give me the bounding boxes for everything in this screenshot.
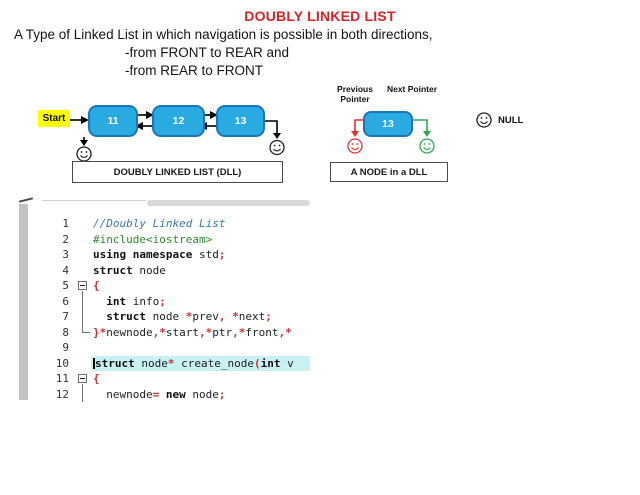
next-pointer-arrow <box>413 119 431 137</box>
fold-column <box>69 324 91 341</box>
next-null-arrow <box>265 120 281 139</box>
code-text: struct node *prev, *next; <box>106 310 272 323</box>
line-number: 7 <box>62 310 69 323</box>
null-label: NULL <box>498 115 524 126</box>
fold-column <box>69 216 91 232</box>
code-editor-screenshot: 1 //Doubly Linked List 2 #include<iostream>… <box>14 196 310 408</box>
code-line-5: 5{ <box>14 278 310 294</box>
code-line-2: 2 #include<iostream> <box>14 232 310 248</box>
code-text: { <box>93 279 100 292</box>
null-legend-smiley-icon <box>476 112 492 128</box>
previous-pointer-arrow <box>351 119 363 137</box>
description-line-3: -from REAR to FRONT <box>125 63 264 78</box>
code-line-4: 4 struct node <box>14 263 310 279</box>
code-line-12: 12 newnode= new node; <box>14 386 310 402</box>
list-node-12: 12 <box>152 105 205 137</box>
line-number: 11 <box>55 372 69 385</box>
code-text <box>91 340 310 356</box>
cropped-cursor-mark <box>18 197 34 203</box>
node-caption-box: A NODE in a DLL <box>330 162 448 182</box>
cropped-window-edge <box>42 200 146 201</box>
code-text: newnode= new node; <box>93 387 226 401</box>
code-text: struct node* create_node(int v <box>91 355 310 371</box>
fold-collapse-icon <box>69 278 91 294</box>
next-null-smiley-icon <box>419 138 435 154</box>
code-text: using namespace std; <box>93 248 226 261</box>
line-number: 6 <box>62 294 69 308</box>
line-number: 12 <box>55 387 69 401</box>
code-line-8: 8 }*newnode,*start,*ptr,*front,* <box>14 324 310 341</box>
previous-pointer-label: Previous Pointer <box>337 84 373 104</box>
prev-null-smiley-icon <box>347 138 363 154</box>
null-smiley-right-icon <box>269 139 285 156</box>
description-line-2: -from FRONT to REAR and <box>125 45 290 60</box>
fold-column <box>69 309 91 325</box>
fold-column <box>69 340 91 356</box>
code-line-3: 3 using namespace std; <box>14 247 310 263</box>
fold-column <box>69 247 91 263</box>
fold-column <box>69 293 91 309</box>
fold-column <box>69 263 91 279</box>
scrollbar-fragment <box>147 200 310 206</box>
code-line-11: 11 { <box>14 371 310 387</box>
code-text: struct node <box>93 263 166 277</box>
fold-column <box>69 386 91 402</box>
null-smiley-left-icon <box>76 146 92 162</box>
fold-column <box>69 356 91 372</box>
line-number: 3 <box>62 248 69 261</box>
fold-column <box>69 232 91 248</box>
line-number: 8 <box>62 325 69 339</box>
code-line-10: 10 struct node* create_node(int v <box>14 355 310 372</box>
editor-margin-strip <box>19 204 28 400</box>
code-line-1: 1 //Doubly Linked List <box>14 216 310 232</box>
fold-collapse-icon <box>69 371 91 387</box>
start-pointer-label: Start <box>38 110 70 127</box>
code-text: }*newnode,*start,*ptr,*front,* <box>93 325 292 339</box>
line-number: 5 <box>62 279 69 292</box>
list-node-11: 11 <box>88 105 138 137</box>
dll-caption-box: DOUBLY LINKED LIST (DLL) <box>72 161 283 183</box>
code-line-7: 7 struct node *prev, *next; <box>14 309 310 325</box>
code-line-9: 9 <box>14 340 310 356</box>
description-line-1: A Type of Linked List in which navigatio… <box>14 27 433 42</box>
line-number: 1 <box>62 217 69 230</box>
page-title: DOUBLY LINKED LIST <box>244 8 396 24</box>
code-text: { <box>93 372 100 385</box>
line-number: 10 <box>55 356 69 370</box>
single-node-13: 13 <box>363 111 413 137</box>
start-arrow <box>70 116 89 124</box>
text-cursor <box>93 358 95 369</box>
list-node-13: 13 <box>216 105 265 137</box>
line-number: 9 <box>62 341 69 354</box>
code-text: //Doubly Linked List <box>93 217 226 230</box>
code-lines: 1 //Doubly Linked List 2 #include<iostream>… <box>14 216 310 402</box>
code-line-6: 6 int info; <box>14 293 310 309</box>
prev-null-arrow <box>80 137 88 146</box>
line-number: 4 <box>62 263 69 277</box>
code-text: int info; <box>106 294 166 308</box>
code-text: #include<iostream> <box>93 232 213 246</box>
line-number: 2 <box>62 232 69 246</box>
next-pointer-label: Next Pointer <box>386 84 438 94</box>
